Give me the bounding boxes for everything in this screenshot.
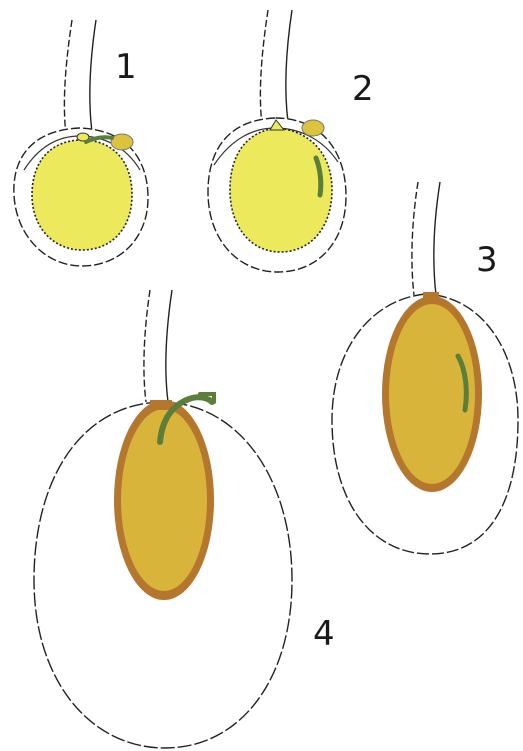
stage-3-stalk	[434, 182, 440, 295]
stage-2-seed	[208, 10, 346, 272]
stage-3-seed	[332, 182, 518, 554]
stage-2-stalk	[286, 10, 292, 122]
stage-4-stalk	[166, 290, 172, 402]
stage-3-endosperm	[389, 304, 475, 484]
stage-2-protrusion	[302, 120, 324, 136]
stage-4-label: 4	[313, 617, 335, 651]
stage-4-stalk	[144, 290, 150, 402]
stage-1-endosperm	[32, 140, 132, 250]
stage-3-label: 3	[476, 243, 498, 277]
stage-3-stalk	[412, 182, 418, 295]
stage-2-label: 2	[352, 72, 374, 106]
stage-1-stalk	[90, 20, 96, 132]
stage-4-endosperm	[121, 409, 207, 591]
stage-2-endosperm	[230, 128, 332, 252]
stage-2-stalk	[260, 10, 268, 125]
stage-1-label: 1	[115, 50, 137, 84]
stage-1-protrusion	[111, 134, 133, 150]
stage-4-seed	[34, 290, 292, 748]
stage-1-stalk	[64, 20, 72, 135]
